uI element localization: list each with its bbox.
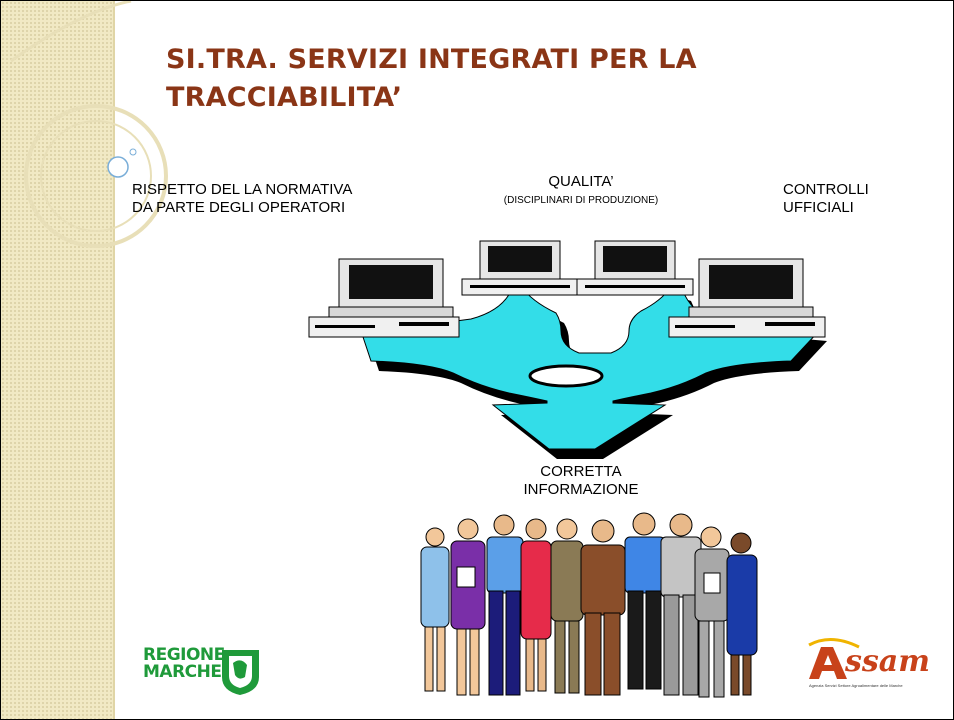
left-label: RISPETTO DEL LA NORMATIVA DA PARTE DEGLI… [132, 181, 352, 217]
bottom-label: CORRETTA INFORMAZIONE [481, 463, 681, 499]
slide-title-line2: TRACCIABILITA’ [166, 82, 403, 113]
center-sublabel: (DISCIPLINARI DI PRODUZIONE) [503, 195, 659, 206]
bubble-large-icon [107, 156, 129, 178]
bottom-label-line1: CORRETTA [540, 463, 622, 480]
computer-icon [308, 258, 460, 338]
computer-icon [576, 240, 694, 296]
decorative-swirl [10, 1, 168, 248]
left-label-line1: RISPETTO DEL LA NORMATIVA [132, 181, 353, 198]
computer-icon [461, 240, 579, 296]
right-label-line2: UFFICIALI [783, 199, 854, 216]
slide-title-line1: SI.TRA. SERVIZI INTEGRATI PER LA [166, 44, 697, 75]
assam-logo-text: ssam [845, 644, 930, 679]
regione-marche-logo: REGIONE MARCHE [143, 647, 225, 681]
bubble-small-icon [129, 148, 137, 156]
people-group-icon [420, 512, 758, 698]
assam-logo-icon [808, 638, 860, 679]
sidebar-divider [113, 1, 115, 719]
regione-marche-line1: REGIONE [143, 645, 225, 665]
assam-tagline: Agenzia Servizi Settore Agroalimentare d… [809, 683, 903, 688]
bottom-label-line2: INFORMAZIONE [523, 481, 639, 498]
computer-icon [668, 258, 826, 338]
left-label-line2: DA PARTE DEGLI OPERATORI [132, 199, 346, 216]
center-label: QUALITA’ [548, 173, 614, 190]
slide-title: SI.TRA. SERVIZI INTEGRATI PER LA TRACCIA… [166, 41, 806, 117]
regione-marche-emblem-icon [222, 650, 259, 695]
right-label: CONTROLLI UFFICIALI [783, 181, 869, 217]
right-label-line1: CONTROLLI [783, 181, 869, 198]
assam-logo: ssam [845, 645, 930, 679]
regione-marche-line2: MARCHE [143, 662, 222, 682]
